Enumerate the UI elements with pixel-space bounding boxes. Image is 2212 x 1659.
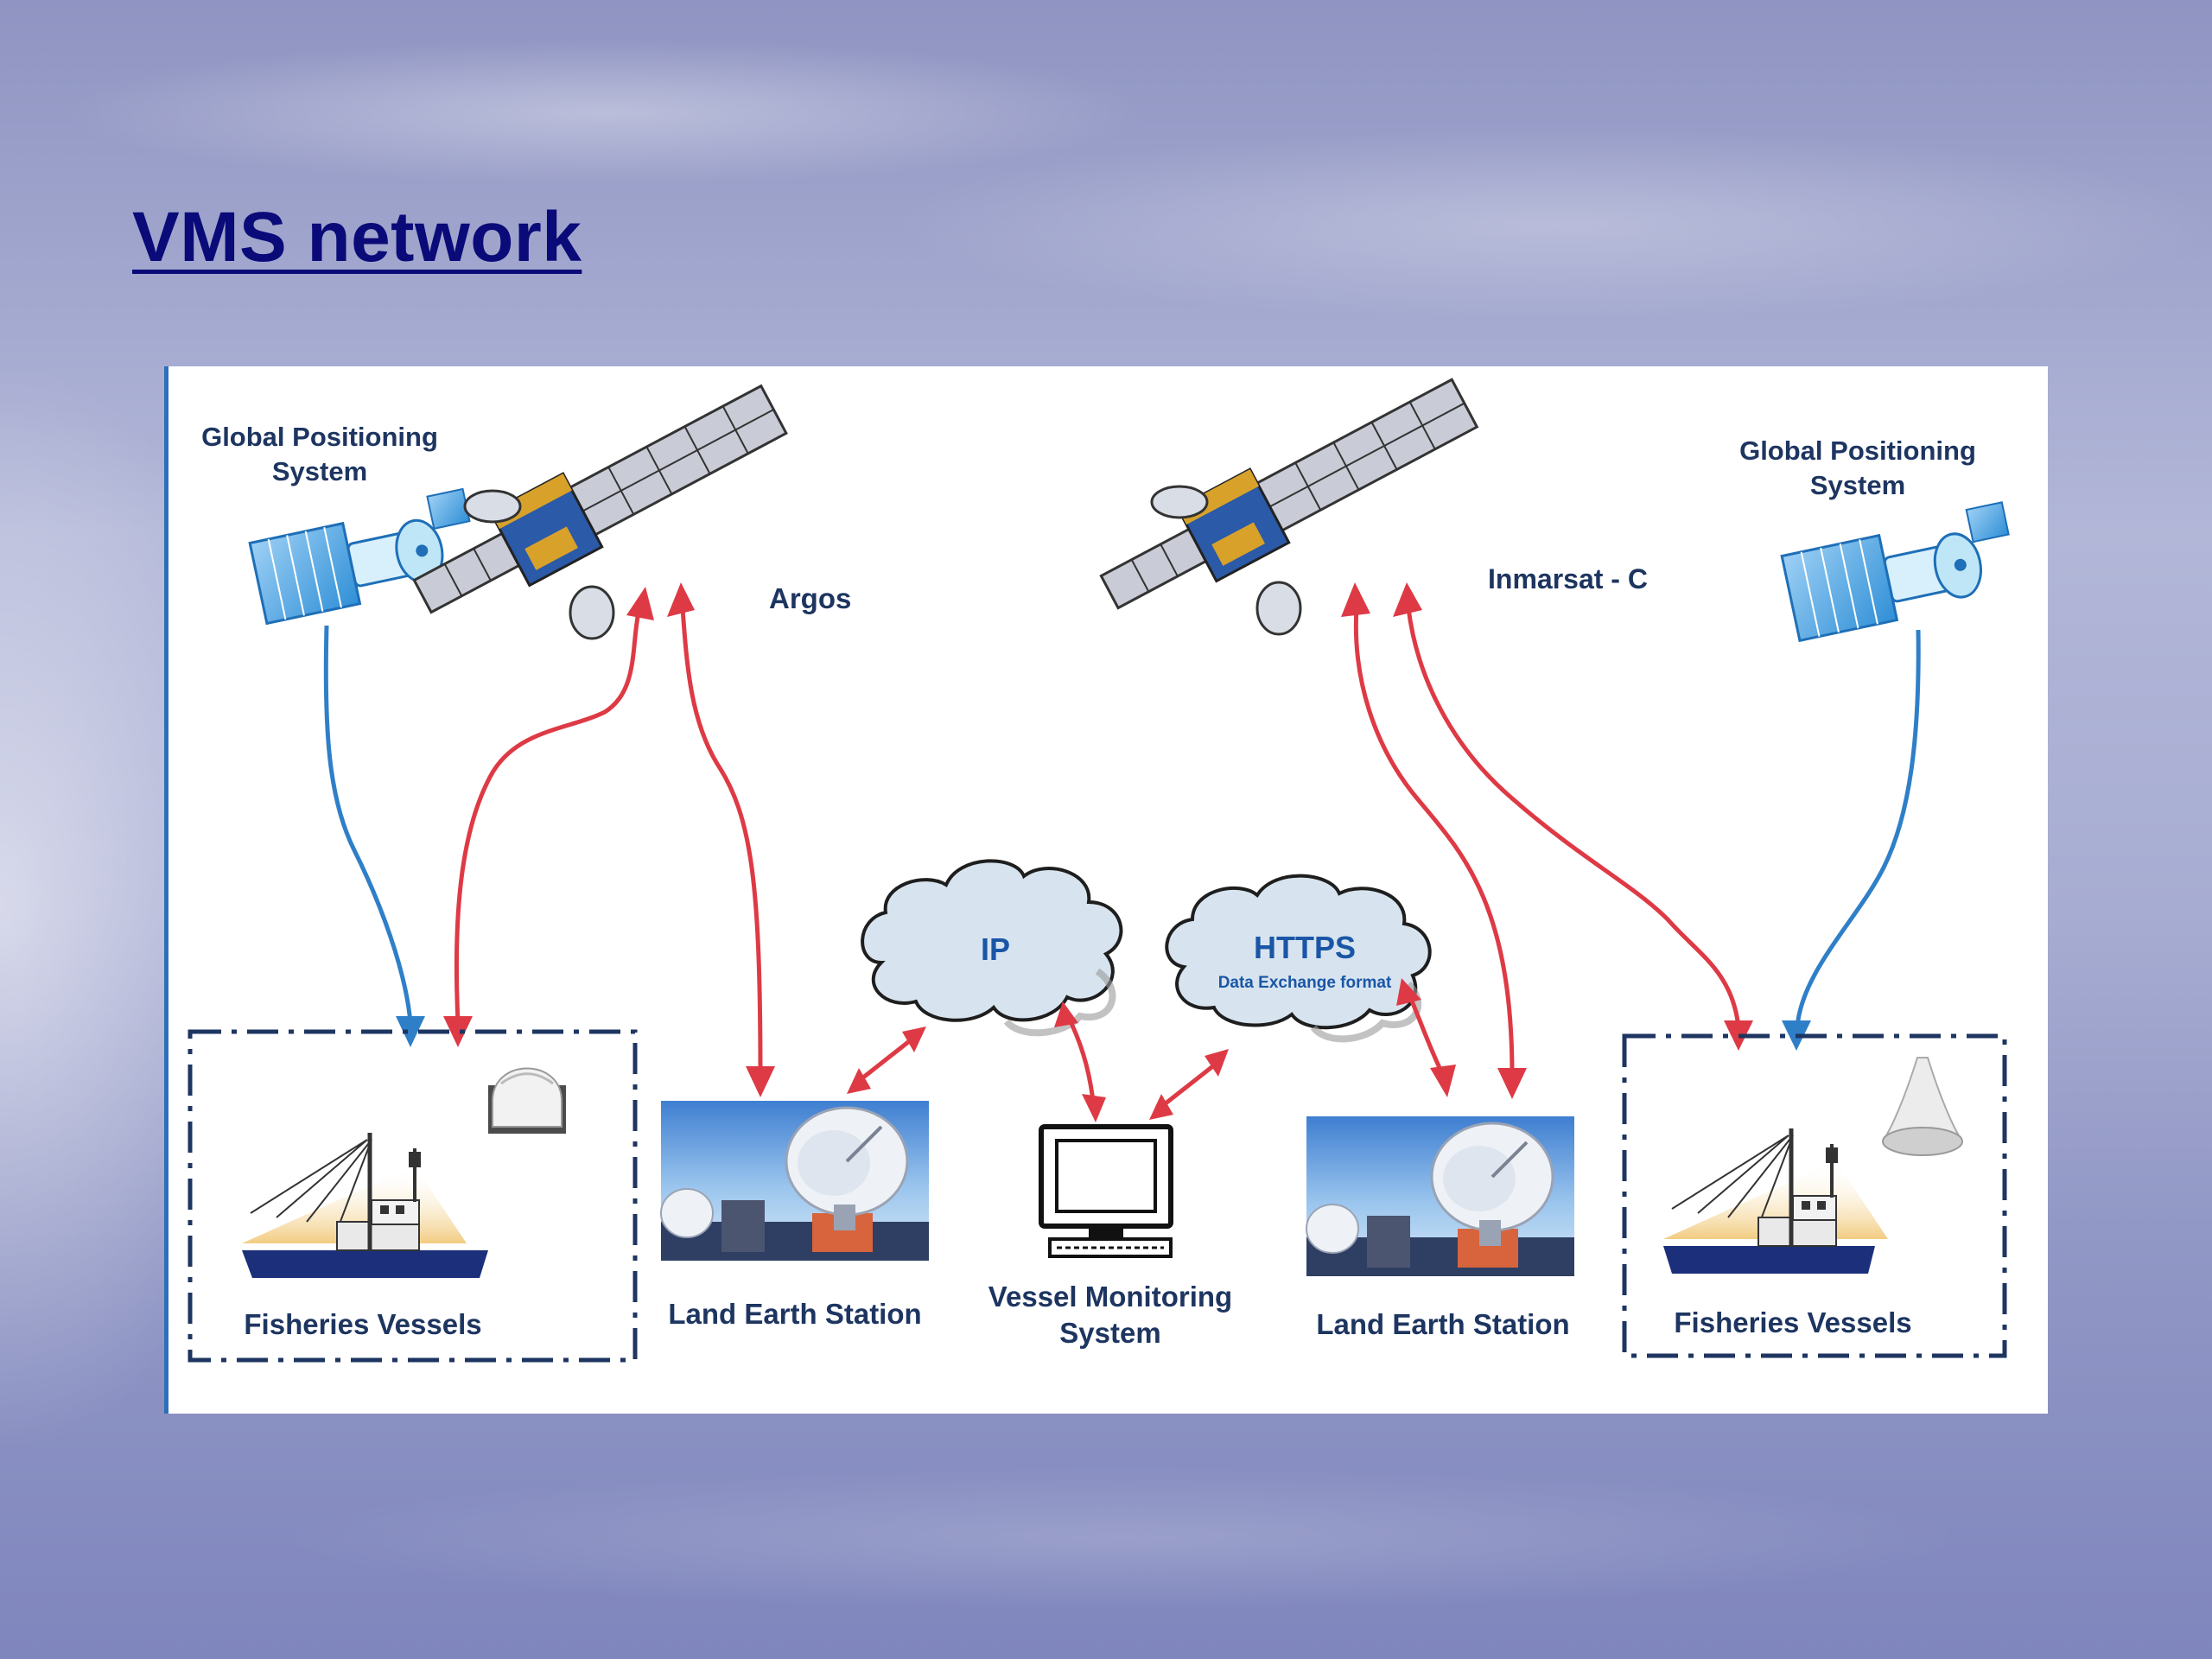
vms-computer-icon [1039,1124,1173,1258]
arrowhead-vms-b [1149,1094,1173,1120]
link-https-les-right [1406,992,1446,1077]
vms-label: Vessel Monitoring System [988,1281,1233,1350]
slide-title: VMS network [132,198,582,276]
gps-link-left [323,625,413,1024]
link-ip-vms [1065,1013,1096,1102]
arrowhead-les-right [1497,1068,1527,1099]
arrowhead-inmarsat-b [1393,582,1422,617]
link-vms-https [1156,1060,1220,1111]
gps-dome-antenna-icon [488,1067,566,1134]
comm-link-vessel-argos [454,607,642,1024]
arrowhead-vessel-left [443,1016,473,1047]
inmarsat-label: Inmarsat - C [1488,563,1648,594]
arrowhead-argos-b [667,582,695,617]
inmarsat-dome-antenna-icon [1882,1057,1963,1156]
gps-satellite-left-icon [248,487,471,626]
ip-cloud-icon [861,859,1123,1037]
inmarsat-satellite-icon [1099,378,1479,636]
fishing-boat-left-icon [242,1133,488,1278]
arrowhead-les-right-b [1430,1065,1456,1097]
ip-cloud-label: IP [981,931,1011,967]
comm-link-les-inmarsat [1353,607,1515,1076]
gps-satellite-right-icon [1780,501,2010,643]
gps-link-right [1795,629,1921,1028]
gps-left-label: Global Positioning System [201,422,438,486]
arrowhead-ip-a [847,1068,871,1094]
arrowhead-ip-c [1054,1001,1078,1027]
vessels-right-label: Fisheries Vessels [1674,1306,1912,1338]
les-right-label: Land Earth Station [1316,1308,1570,1340]
arrowhead-https-b [1396,978,1421,1006]
https-cloud-sublabel: Data Exchange format [1217,974,1392,992]
land-earth-station-left-image [660,1101,929,1261]
les-left-label: Land Earth Station [668,1298,922,1330]
vessels-right-box [1622,1033,2007,1358]
land-earth-station-right-image [1306,1116,1574,1276]
arrowhead-https-a [1205,1049,1229,1077]
panel-edge-rule [164,366,168,1414]
arrowhead-argos-a [626,587,654,620]
argos-satellite-icon [412,384,788,640]
link-les-left-ip [854,1034,918,1085]
comm-link-vessel-inmarsat [1406,607,1741,1028]
argos-label: Argos [769,582,852,614]
gps-right-label: Global Positioning System [1739,435,1976,500]
diagram-panel: Global Positioning System Global Positio… [164,366,2048,1414]
arrowhead-les-left [746,1066,775,1097]
diagram-canvas [188,378,2010,1363]
arrowhead-ip-b [902,1027,926,1052]
fishing-boat-right-icon [1663,1128,1888,1274]
vessels-left-box [188,1029,638,1363]
https-cloud-icon [1165,874,1432,1043]
arrowhead-inmarsat-a [1341,582,1370,617]
https-cloud-label: HTTPS [1253,930,1356,965]
gps-arrowhead-left [396,1016,425,1047]
vessels-left-label: Fisheries Vessels [244,1308,482,1340]
arrowhead-vms-a [1082,1094,1106,1122]
comm-link-les-argos [680,607,763,1076]
